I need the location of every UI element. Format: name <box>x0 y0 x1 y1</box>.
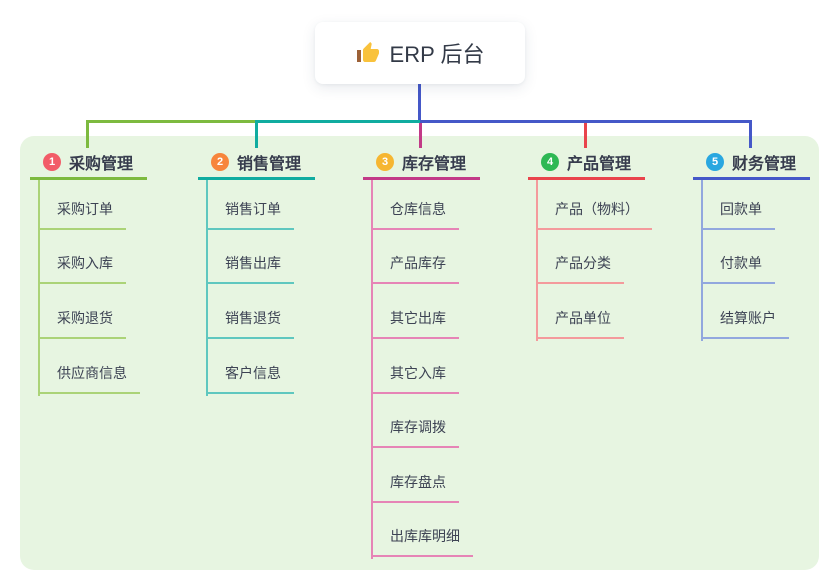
root-node-erp[interactable]: ERP 后台 <box>315 22 525 84</box>
child-label: 客户信息 <box>225 365 281 381</box>
branch-node-product[interactable]: 4 产品管理 <box>528 150 688 174</box>
branch-inventory: 3 库存管理 仓库信息 产品库存 其它出库 其它入库 库存调拨 库存盘点 出库库… <box>363 150 523 559</box>
child-label: 产品库存 <box>390 255 446 271</box>
connector-root-drop <box>418 84 421 122</box>
child-node[interactable]: 出库库明细 <box>371 519 473 557</box>
child-label: 采购订单 <box>57 201 113 217</box>
child-node[interactable]: 客户信息 <box>206 356 294 394</box>
child-node[interactable]: 销售出库 <box>206 246 294 284</box>
connector-bus-branch1 <box>86 120 257 123</box>
child-node[interactable]: 采购订单 <box>38 192 126 230</box>
child-label: 供应商信息 <box>57 365 127 381</box>
branch-connector-line <box>206 180 208 396</box>
child-label: 产品（物料） <box>555 201 639 217</box>
child-label: 库存调拨 <box>390 419 446 435</box>
connector-drop-branch1 <box>86 120 89 148</box>
child-label: 采购退货 <box>57 310 113 326</box>
child-node[interactable]: 产品（物料） <box>536 192 652 230</box>
connector-drop-branch2 <box>255 120 258 148</box>
branch-label: 产品管理 <box>567 156 632 173</box>
branch-node-inventory[interactable]: 3 库存管理 <box>363 150 523 174</box>
child-node[interactable]: 其它入库 <box>371 356 459 394</box>
child-label: 其它出库 <box>390 310 446 326</box>
child-node[interactable]: 付款单 <box>701 246 775 284</box>
branch-sales: 2 销售管理 销售订单 销售出库 销售退货 客户信息 <box>198 150 358 396</box>
child-node[interactable]: 采购入库 <box>38 246 126 284</box>
child-label: 销售出库 <box>225 255 281 271</box>
branch-underline <box>30 177 147 180</box>
child-label: 库存盘点 <box>390 474 446 490</box>
root-title: ERP 后台 <box>389 42 485 67</box>
branch-purchase: 1 采购管理 采购订单 采购入库 采购退货 供应商信息 <box>30 150 190 396</box>
child-label: 其它入库 <box>390 365 446 381</box>
child-node[interactable]: 回款单 <box>701 192 775 230</box>
child-node[interactable]: 结算账户 <box>701 301 789 339</box>
branch-connector-line <box>536 180 538 341</box>
child-label: 回款单 <box>720 201 762 217</box>
child-label: 销售订单 <box>225 201 281 217</box>
child-label: 产品单位 <box>555 310 611 326</box>
child-node[interactable]: 产品分类 <box>536 246 624 284</box>
branch-underline <box>528 177 645 180</box>
connector-bus-branch2 <box>255 120 421 123</box>
branch-connector-line <box>701 180 703 341</box>
branch-connector-line <box>371 180 373 559</box>
branch-number-badge: 4 <box>541 153 559 171</box>
branch-underline <box>363 177 480 180</box>
branch-label: 库存管理 <box>402 156 467 173</box>
child-node[interactable]: 供应商信息 <box>38 356 140 394</box>
child-node[interactable]: 销售退货 <box>206 301 294 339</box>
child-label: 产品分类 <box>555 255 611 271</box>
branch-number-badge: 2 <box>211 153 229 171</box>
connector-drop-branch4 <box>584 123 587 148</box>
child-node[interactable]: 仓库信息 <box>371 192 459 230</box>
child-label: 出库库明细 <box>390 528 460 544</box>
branch-label: 销售管理 <box>237 156 302 173</box>
branch-node-finance[interactable]: 5 财务管理 <box>693 150 839 174</box>
child-node[interactable]: 库存调拨 <box>371 410 459 448</box>
branch-number-badge: 1 <box>43 153 61 171</box>
child-label: 付款单 <box>720 255 762 271</box>
child-label: 采购入库 <box>57 255 113 271</box>
branch-label: 财务管理 <box>732 156 797 173</box>
branch-underline <box>198 177 315 180</box>
child-label: 仓库信息 <box>390 201 446 217</box>
thumbs-up-icon <box>356 41 380 65</box>
branch-node-purchase[interactable]: 1 采购管理 <box>30 150 190 174</box>
child-node[interactable]: 销售订单 <box>206 192 294 230</box>
branch-underline <box>693 177 810 180</box>
branch-node-sales[interactable]: 2 销售管理 <box>198 150 358 174</box>
connector-drop-branch5 <box>749 120 752 148</box>
branch-number-badge: 5 <box>706 153 724 171</box>
child-node[interactable]: 其它出库 <box>371 301 459 339</box>
child-label: 结算账户 <box>720 310 776 326</box>
branch-connector-line <box>38 180 40 396</box>
child-node[interactable]: 产品库存 <box>371 246 459 284</box>
connector-bus-branch5 <box>420 120 752 123</box>
child-node[interactable]: 采购退货 <box>38 301 126 339</box>
child-node[interactable]: 库存盘点 <box>371 465 459 503</box>
branch-product: 4 产品管理 产品（物料） 产品分类 产品单位 <box>528 150 688 341</box>
child-label: 销售退货 <box>225 310 281 326</box>
branch-finance: 5 财务管理 回款单 付款单 结算账户 <box>693 150 839 341</box>
branch-number-badge: 3 <box>376 153 394 171</box>
background-panel <box>20 136 819 570</box>
child-node[interactable]: 产品单位 <box>536 301 624 339</box>
connector-drop-branch3 <box>419 123 422 148</box>
branch-label: 采购管理 <box>69 156 134 173</box>
